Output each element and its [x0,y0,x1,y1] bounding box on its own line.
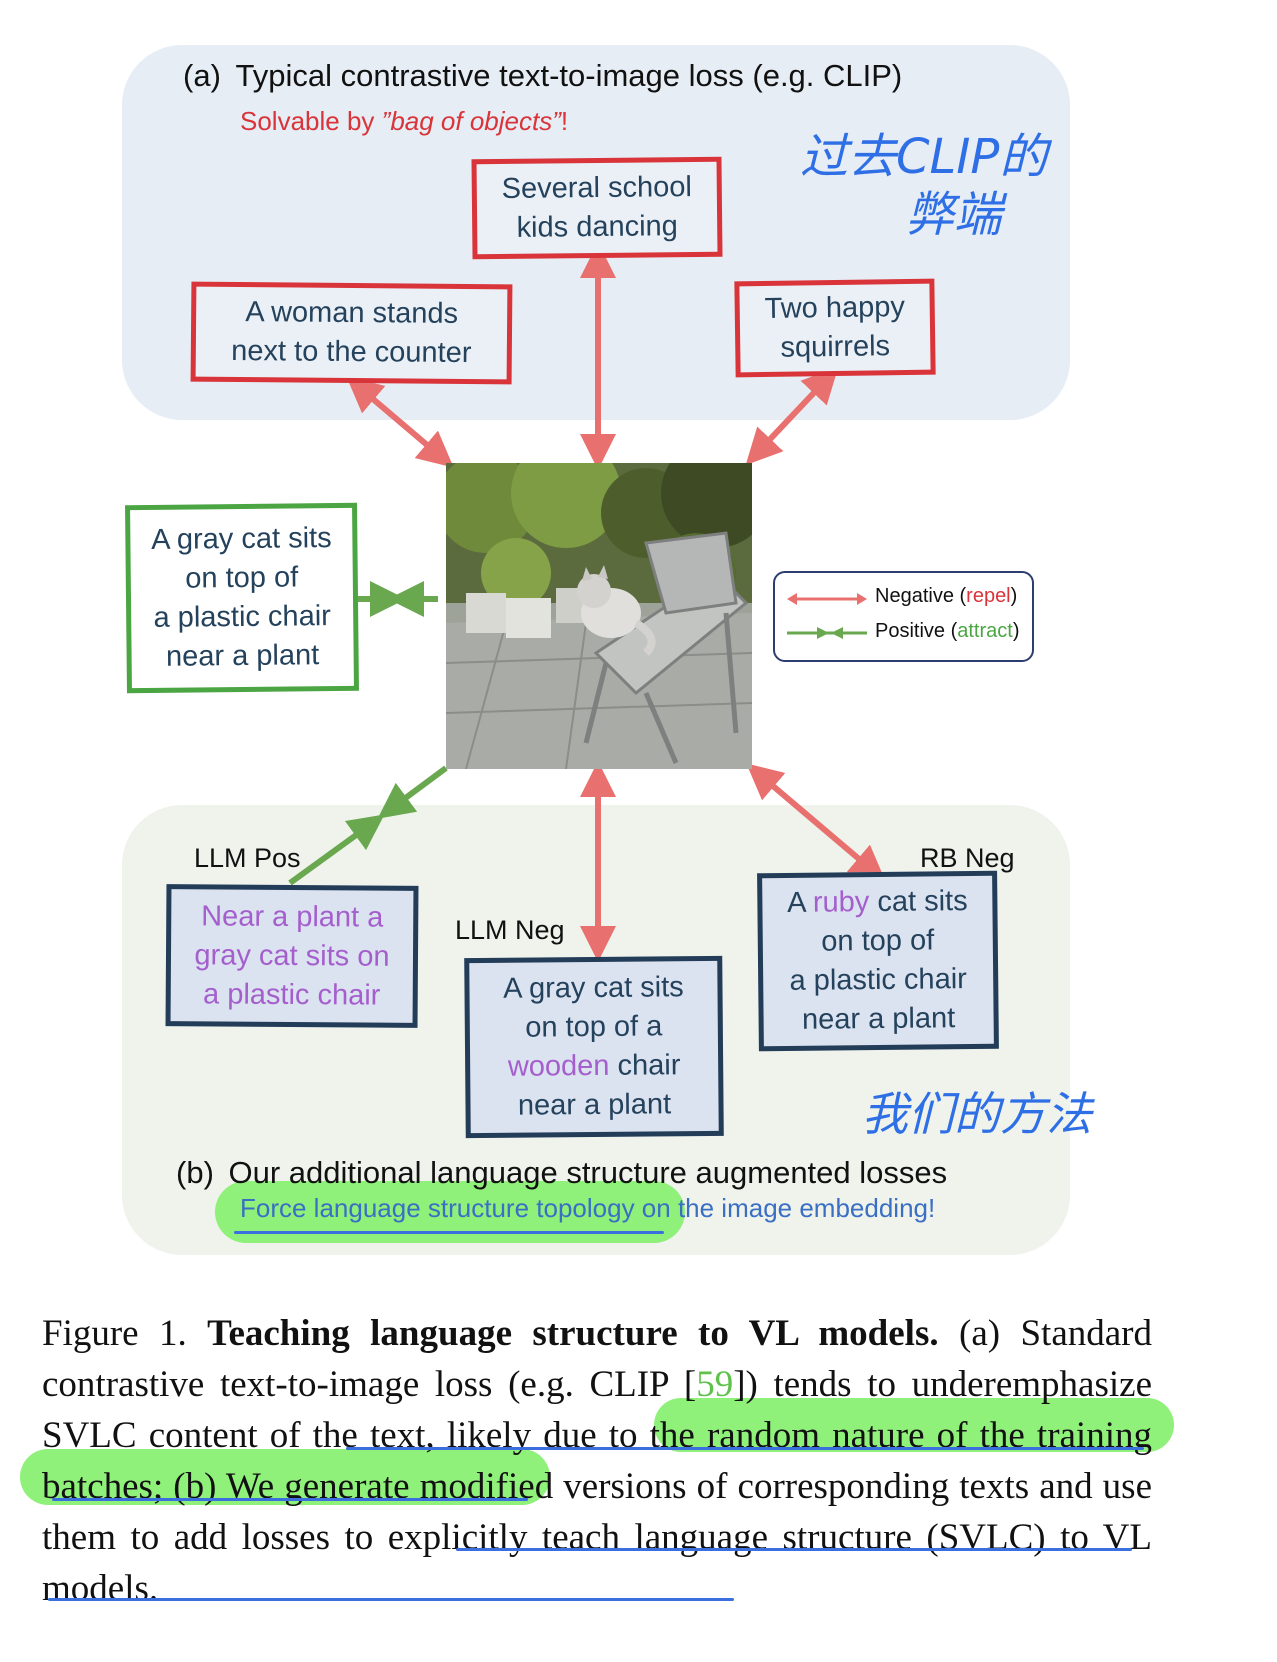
panel-b-title-text: Our additional language structure augmen… [228,1155,948,1190]
panel-a-title: (a) Typical contrastive text-to-image lo… [183,58,902,94]
panel-b-title: (b) Our additional language structure au… [176,1155,947,1191]
caption-highlight-2 [20,1449,550,1505]
negative-caption-top: Several school kids dancing [471,156,723,260]
llm-neg-line-2: on top of a [525,1010,663,1044]
caption-underline-3 [456,1548,1132,1551]
negative-arrow-rb-neg [746,763,886,882]
negative-arrow-left [346,376,454,468]
panel-a-subtitle-suffix: ! [560,106,569,136]
caption-underline-1 [346,1447,1144,1450]
negative-arrow-right [745,366,839,466]
caption-figure-label: Figure 1. [42,1313,187,1354]
llm-neg-caption: A gray cat sits on top of a wooden chair… [464,955,724,1139]
caption-underline-4 [48,1598,734,1601]
panel-a-subtitle-emph: ”bag of objects” [381,106,561,136]
handwritten-annotation-a: 过去CLIP的 弊端 [800,128,1047,244]
panel-b-marker: (b) [176,1155,214,1190]
panel-b-subtitle: Force language structure topology on the… [240,1193,936,1223]
cat-photo [446,463,752,769]
rb-neg-line-4: near a plant [801,1002,956,1036]
caption-highlight-1 [654,1398,1174,1452]
llm-neg-line-3: wooden chair [504,1046,685,1087]
legend-positive: Positive (attract) [875,620,1020,643]
llm-pos-tag: LLM Pos [194,843,301,873]
handwritten-annotation-b: 我们的方法 [862,1087,1092,1141]
caption-title: Teaching language structure to VL models… [207,1313,939,1354]
llm-neg-line-4: near a plant [517,1088,672,1122]
legend-positive-label: Positive ( [875,620,958,642]
caption-underline-2 [52,1498,528,1501]
panel-a-marker: (a) [183,58,221,93]
llm-pos-caption: Near a plant a gray cat sits on a plasti… [165,884,419,1028]
positive-arrow-llm-pos-a [288,814,385,886]
negative-caption-right: Two happy squirrels [734,278,936,378]
positive-caption-line: A gray cat sits [150,522,332,556]
legend-positive-close: ) [1012,620,1020,642]
llm-neg-line-1: A gray cat sits [503,971,684,1005]
positive-caption-line: a plastic chair [153,600,332,634]
panel-a-subtitle-prefix: Solvable by [240,106,382,136]
llm-neg-changed-word: wooden [507,1049,610,1083]
legend-negative: Negative (repel) [875,585,1017,608]
rb-neg-line-1-b: cat sits [869,885,968,919]
figure-caption: Figure 1. Teaching language structure to… [42,1308,1152,1614]
negative-caption-right-line: squirrels [780,330,891,364]
legend-negative-word: repel [966,585,1011,607]
handwritten-annotation-a-line: 过去CLIP的 [800,129,1048,185]
llm-neg-line-3-rest: chair [609,1049,681,1082]
legend: Negative (repel) Positive (attract) [773,571,1034,662]
negative-caption-left-line: next to the counter [231,334,472,370]
positive-arrow-llm-pos-b [377,765,448,819]
legend-negative-label: Negative ( [875,585,967,607]
llm-neg-tag: LLM Neg [455,915,565,945]
panel-a-title-text: Typical contrastive text-to-image loss (… [235,58,903,93]
llm-pos-caption-line: gray cat sits on [194,938,390,973]
rb-neg-caption: A ruby cat sits on top of a plastic chai… [757,870,999,1052]
rb-neg-line-3: a plastic chair [789,963,968,997]
llm-pos-caption-line: a plastic chair [202,977,381,1012]
negative-caption-top-line: Several school [501,171,693,205]
negative-caption-top-line: kids dancing [516,210,678,244]
positive-caption-line: near a plant [165,639,320,673]
legend-negative-close: ) [1010,585,1018,607]
legend-positive-word: attract [957,620,1013,642]
panel-a-subtitle: Solvable by ”bag of objects”! [240,106,568,137]
rb-neg-tag: RB Neg [920,843,1015,873]
legend-negative-arrow-icon [787,593,867,605]
negative-caption-left-line: A woman stands [245,296,459,330]
caption-part-2: ]) tends to underemphasize SVLC content … [42,1364,1152,1609]
legend-positive-arrow-icon [787,627,867,639]
llm-pos-caption-line: Near a plant a [201,899,384,934]
handwritten-annotation-a-line: 弊端 [905,187,1002,243]
rb-neg-changed-word: ruby [812,886,870,919]
positive-caption: A gray cat sits on top of a plastic chai… [125,502,359,694]
caption-citation-link[interactable]: 59 [696,1364,734,1405]
subtitle-underline [234,1231,664,1234]
rb-neg-line-1-a: A [786,886,814,919]
positive-caption-line: on top of [185,561,299,595]
caption-part-1: (a) Standard contrastive text-to-image l… [42,1313,1152,1405]
negative-caption-right-line: Two happy [764,291,906,325]
rb-neg-line-2: on top of [821,924,935,958]
negative-caption-left: A woman stands next to the counter [190,281,513,385]
rb-neg-line-1: A ruby cat sits [787,882,968,923]
